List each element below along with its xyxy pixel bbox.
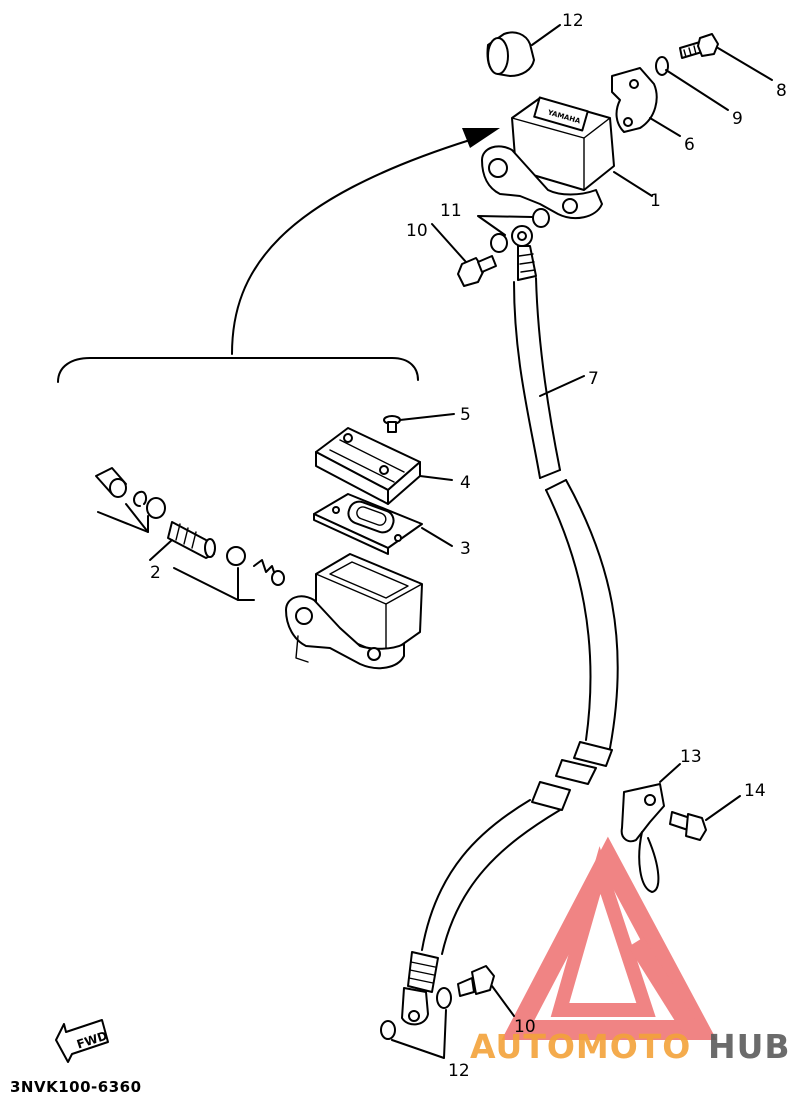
watermark-brand-part2: HUB [708, 1027, 791, 1066]
callout-13: 13 [680, 747, 702, 767]
callout-14: 14 [744, 781, 766, 801]
callout-5: 5 [460, 405, 471, 425]
callout-1: 1 [650, 191, 661, 211]
part-10-union-bolt-upper [431, 223, 497, 287]
part-13-hose-guide [620, 763, 681, 893]
part-11-washers-upper [477, 208, 550, 253]
watermark-brand-part1: AUTOMOTO [470, 1027, 691, 1066]
master-cylinder-body [285, 553, 423, 670]
callout-10a: 10 [406, 221, 428, 241]
part-3-diaphragm [313, 493, 453, 555]
callout-7: 7 [588, 369, 599, 389]
watermark-logo [501, 836, 717, 1040]
callout-11b: 12 [448, 1061, 470, 1081]
part-12-bushing [486, 24, 561, 77]
part-4-cap [315, 427, 453, 505]
callout-4: 4 [460, 473, 471, 493]
drawing-code: 3NVK100-6360 [10, 1078, 142, 1096]
part-14-bolt [669, 795, 741, 841]
callout-11a: 11 [440, 201, 462, 221]
part-5-screw [383, 413, 455, 433]
callout-labels: 12 8 9 6 1 11 10 7 5 4 3 2 13 14 10 12 [150, 11, 787, 1081]
callout-3: 3 [460, 539, 471, 559]
callout-8: 8 [776, 81, 787, 101]
fwd-arrow: FWD [55, 1019, 109, 1063]
exploded-view-bracket [57, 128, 500, 383]
part-10-union-bolt-lower [457, 965, 515, 1017]
callout-9: 9 [732, 109, 743, 129]
watermark-text: AUTOMOTO HUB [470, 1027, 791, 1066]
part-6-holder [611, 67, 681, 137]
part-1-master-cylinder: YAMAHA [481, 96, 653, 220]
part-8-bolt [679, 33, 773, 81]
part-9-washer [655, 56, 729, 111]
callout-12: 12 [562, 11, 584, 31]
callout-2: 2 [150, 563, 161, 583]
part-11-washers-lower [380, 987, 452, 1059]
part-2-piston-kit [95, 467, 285, 601]
callout-6: 6 [684, 135, 695, 155]
part-7-brake-hose [401, 225, 619, 1026]
callout-10b: 10 [514, 1017, 536, 1037]
